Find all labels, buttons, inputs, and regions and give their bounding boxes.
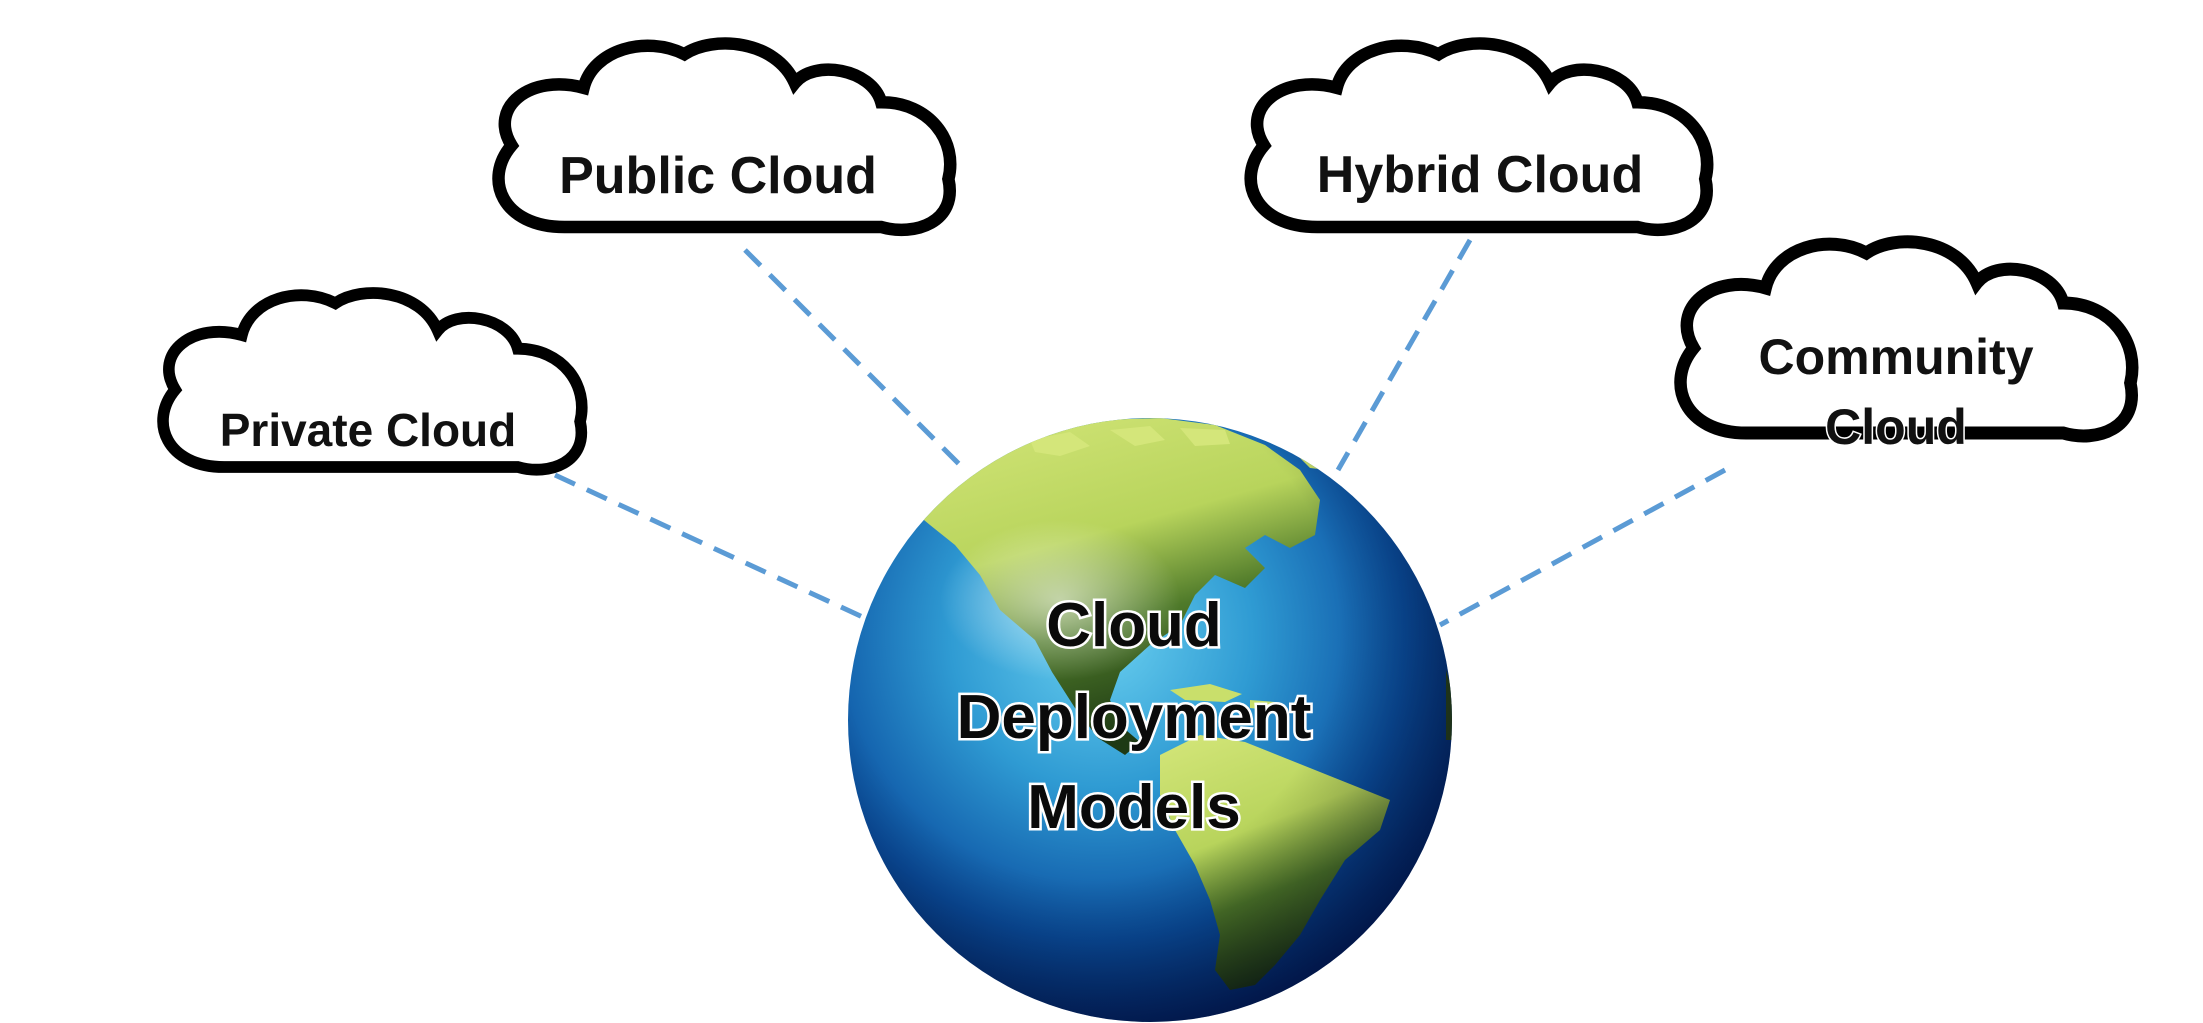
center-label-line-1: Cloud <box>1046 591 1222 660</box>
community-cloud-label-line-2: Cloud <box>1825 399 1967 455</box>
community-cloud-node[interactable]: Community Cloud <box>1681 242 2133 457</box>
globe-highlight <box>940 520 1180 680</box>
private-cloud-node[interactable]: Private Cloud <box>163 293 582 470</box>
connector-community <box>1438 467 1727 628</box>
connector-lines <box>553 238 1727 628</box>
center-label-line-3: Models <box>1027 773 1241 842</box>
public-cloud-node[interactable]: Public Cloud <box>499 43 951 229</box>
connector-hybrid <box>1335 238 1473 472</box>
public-cloud-label: Public Cloud <box>559 147 877 205</box>
hybrid-cloud-label: Hybrid Cloud <box>1317 146 1643 204</box>
private-cloud-label: Private Cloud <box>220 404 517 456</box>
center-label-line-2: Deployment <box>957 683 1312 752</box>
community-cloud-label-line-1: Community <box>1759 329 2034 385</box>
connector-public <box>743 248 967 472</box>
connector-private <box>553 472 882 628</box>
globe <box>848 418 1452 1022</box>
hybrid-cloud-node[interactable]: Hybrid Cloud <box>1251 43 1707 229</box>
center-label: Cloud Deployment Models <box>954 589 1314 845</box>
